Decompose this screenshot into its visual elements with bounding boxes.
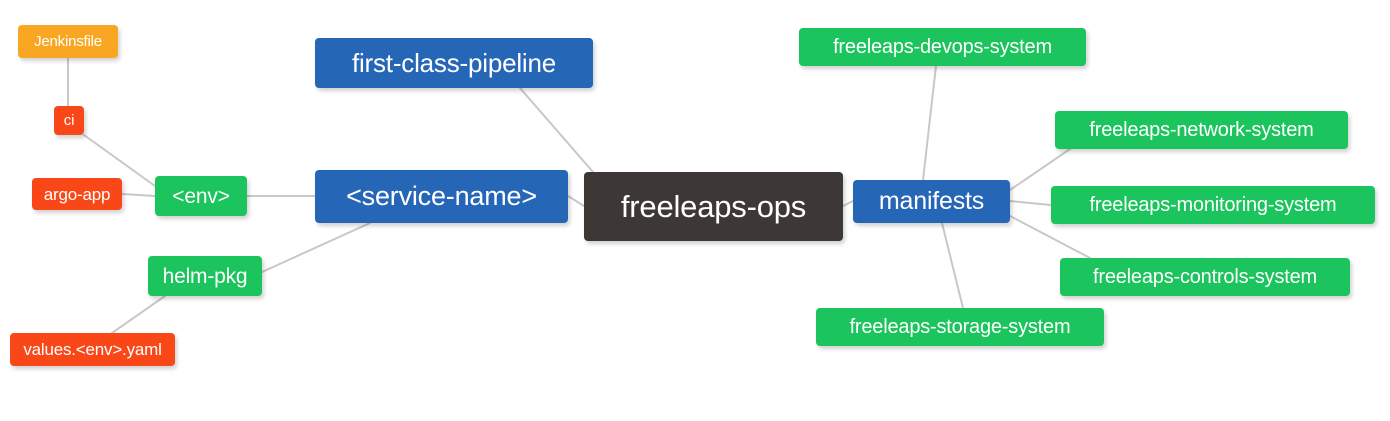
edge-env-to-argo-app bbox=[121, 193, 156, 197]
node-label-argo-app: argo-app bbox=[43, 184, 111, 204]
node-freeleaps-storage-system[interactable]: freeleaps-storage-system bbox=[816, 308, 1104, 346]
node-label-manifests: manifests bbox=[878, 187, 985, 215]
edge-freeleaps-ops-to-first-class-pipeline bbox=[519, 87, 594, 173]
edge-helm-pkg-to-values-env-yaml bbox=[111, 295, 166, 334]
node-values-env-yaml[interactable]: values.<env>.yaml bbox=[10, 333, 175, 366]
node-freeleaps-ops[interactable]: freeleaps-ops bbox=[584, 172, 843, 241]
node-label-freeleaps-network-system: freeleaps-network-system bbox=[1089, 119, 1314, 141]
edge-manifests-to-freeleaps-network-system bbox=[1009, 148, 1071, 191]
node-first-class-pipeline[interactable]: first-class-pipeline bbox=[315, 38, 593, 88]
node-helm-pkg[interactable]: helm-pkg bbox=[148, 256, 262, 296]
node-freeleaps-controls-system[interactable]: freeleaps-controls-system bbox=[1060, 258, 1350, 296]
edge-manifests-to-freeleaps-devops-system bbox=[922, 65, 937, 181]
node-service-name[interactable]: <service-name> bbox=[315, 170, 568, 223]
node-env[interactable]: <env> bbox=[155, 176, 247, 216]
edge-manifests-to-freeleaps-monitoring-system bbox=[1009, 200, 1052, 206]
node-label-helm-pkg: helm-pkg bbox=[162, 264, 248, 288]
node-freeleaps-network-system[interactable]: freeleaps-network-system bbox=[1055, 111, 1348, 149]
edge-freeleaps-ops-to-service-name bbox=[567, 195, 585, 207]
node-label-freeleaps-storage-system: freeleaps-storage-system bbox=[849, 316, 1071, 338]
edge-freeleaps-ops-to-manifests bbox=[842, 200, 854, 207]
node-freeleaps-monitoring-system[interactable]: freeleaps-monitoring-system bbox=[1051, 186, 1375, 224]
node-label-values-env-yaml: values.<env>.yaml bbox=[23, 340, 162, 359]
edge-manifests-to-freeleaps-storage-system bbox=[941, 222, 964, 309]
node-label-freeleaps-devops-system: freeleaps-devops-system bbox=[833, 36, 1052, 58]
node-label-service-name: <service-name> bbox=[346, 181, 537, 211]
node-label-freeleaps-controls-system: freeleaps-controls-system bbox=[1093, 266, 1317, 288]
node-jenkinsfile[interactable]: Jenkinsfile bbox=[18, 25, 118, 58]
node-ci[interactable]: ci bbox=[54, 106, 84, 135]
node-label-jenkinsfile: Jenkinsfile bbox=[34, 33, 102, 50]
node-freeleaps-devops-system[interactable]: freeleaps-devops-system bbox=[799, 28, 1086, 66]
node-label-freeleaps-monitoring-system: freeleaps-monitoring-system bbox=[1089, 194, 1337, 216]
node-label-ci: ci bbox=[63, 112, 75, 129]
node-argo-app[interactable]: argo-app bbox=[32, 178, 122, 210]
edge-service-name-to-helm-pkg bbox=[261, 222, 371, 273]
node-label-first-class-pipeline: first-class-pipeline bbox=[351, 48, 557, 78]
node-manifests[interactable]: manifests bbox=[853, 180, 1010, 223]
node-label-env: <env> bbox=[172, 184, 230, 208]
node-label-freeleaps-ops: freeleaps-ops bbox=[620, 189, 807, 224]
